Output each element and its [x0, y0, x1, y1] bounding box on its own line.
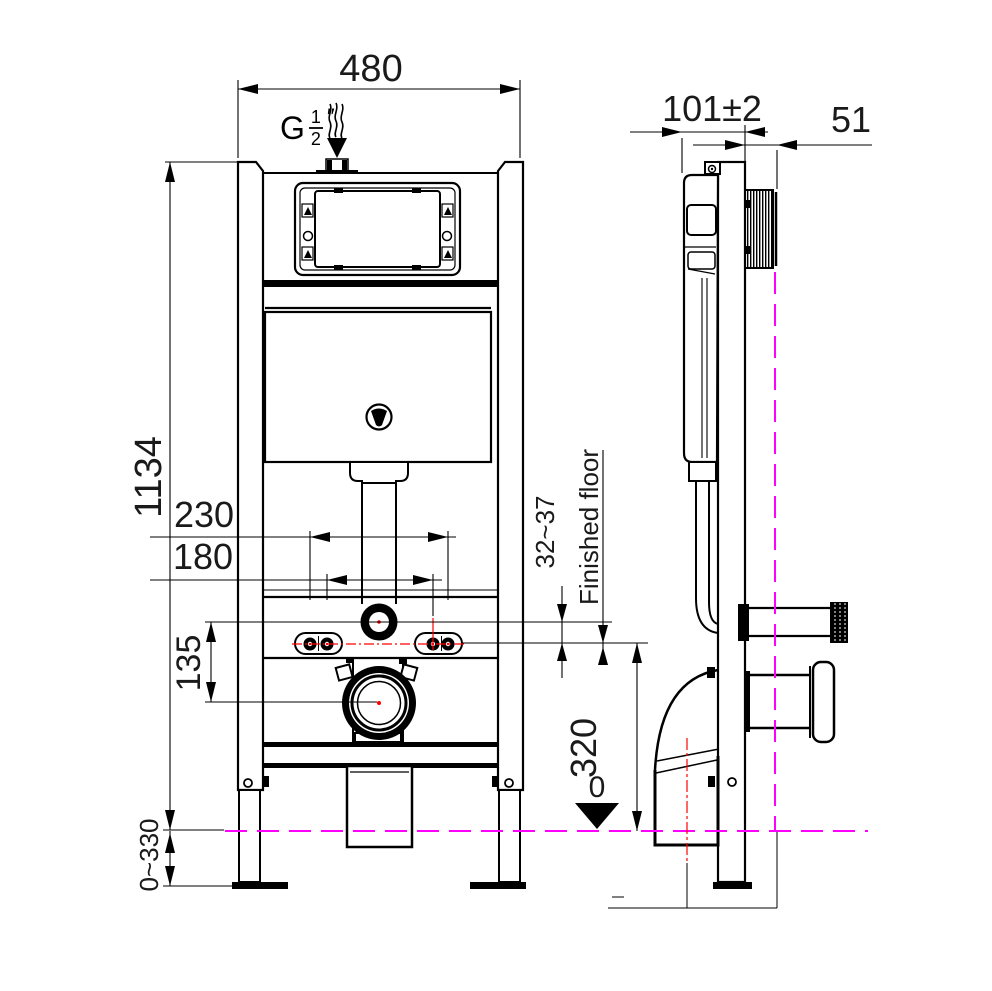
flow-arrow-icon: [327, 138, 347, 158]
access-panel: [293, 181, 462, 277]
brand-logo-icon: [365, 403, 393, 431]
dim-overall-height: 1134: [128, 436, 170, 518]
dim-sleeve-depth: 51: [830, 99, 872, 140]
front-view-feet: [232, 776, 526, 889]
flush-sleeve: [744, 189, 778, 269]
leg-screw-icon: [243, 778, 253, 788]
panel-latch-left: [301, 203, 314, 261]
finished-floor-label: Finished floor: [574, 448, 604, 606]
water-inlet: [316, 102, 358, 172]
water-squiggle-icon: [334, 102, 338, 138]
cistern-tank: [263, 306, 493, 604]
drain-box-front: [345, 764, 414, 849]
reference-lines: [225, 272, 868, 909]
panel-clips: [334, 188, 421, 270]
leg-screw-icon: [727, 777, 737, 787]
leg-screw-icon: [504, 778, 514, 788]
dimension-lines: [150, 80, 872, 887]
panel-latch-right: [441, 203, 454, 261]
fixing-stud: [738, 602, 848, 643]
inlet-thread-label: G 1 2 ″: [280, 104, 335, 149]
brand-logo-icon: [371, 408, 387, 427]
side-view: [653, 160, 848, 889]
dim-fixing-inner: 180: [172, 536, 234, 577]
floor-zero-marker: [575, 803, 619, 829]
dim-fixing-outer: 230: [173, 494, 235, 535]
inlet-thread-fraction: 1 2: [308, 107, 323, 149]
inlet-thread-inches: ″: [326, 104, 335, 129]
drain-socket: [707, 660, 836, 744]
floor-zero-label: 0: [588, 771, 606, 804]
dim-overall-width: 480: [339, 48, 403, 90]
drain-bend-front: [334, 657, 419, 743]
inlet-thread-g: G: [280, 110, 305, 146]
dim-flush-to-outlet: 135: [170, 634, 208, 692]
dim-wall-finish-range: 32~37: [530, 495, 560, 569]
dim-leg-adjustment: 0~330: [134, 818, 164, 892]
dim-fixing-height: 320: [563, 717, 604, 779]
dim-frame-depth: 101±2: [662, 88, 762, 129]
water-squiggle-icon: [328, 103, 332, 139]
water-squiggle-icon: [340, 103, 344, 139]
